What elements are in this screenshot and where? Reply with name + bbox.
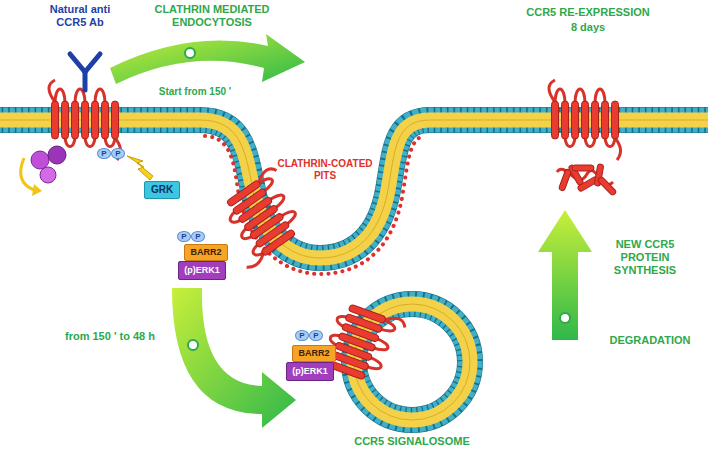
vesicle-tail-layer xyxy=(354,304,470,420)
erk-box: (p)ERK1 xyxy=(178,261,226,280)
phosphate-oval: P xyxy=(309,330,322,341)
annotation-text: from 150 ' to 48 h xyxy=(55,330,165,343)
endocytic-vesicle xyxy=(354,304,470,420)
antibody-arm xyxy=(70,54,85,72)
vesicle-midline xyxy=(354,304,470,420)
phosphate-oval: P xyxy=(177,231,190,242)
node-text: (p)ERK1 xyxy=(292,366,328,377)
antibody-stem xyxy=(83,72,88,90)
vesicle-head-beads xyxy=(354,304,470,420)
antibody-symbol xyxy=(70,54,100,90)
arrow-marker xyxy=(188,340,198,350)
node-text: P xyxy=(299,331,304,340)
clathrin-coat xyxy=(205,136,425,274)
annotation-text: Natural anti CCR5 Ab xyxy=(41,3,119,29)
g-protein-subunit xyxy=(40,167,56,183)
annotation-text: NEW CCR5 PROTEIN SYNTHESIS xyxy=(599,238,691,278)
phosphorylation-bolt xyxy=(127,156,153,180)
node-text: P xyxy=(313,331,318,340)
node-text: P xyxy=(181,232,186,241)
phosphate-oval: P xyxy=(295,330,308,341)
node-text: GRK xyxy=(151,184,173,196)
g-protein-subunit xyxy=(48,146,66,164)
node-text: P xyxy=(101,149,106,158)
phosphate-oval: P xyxy=(97,148,110,159)
g-protein xyxy=(21,146,66,196)
kinase-box: GRK xyxy=(144,181,180,199)
annotation-text: Start from 150 ' xyxy=(140,86,250,98)
arrow-marker xyxy=(560,313,570,323)
process-arrow xyxy=(110,34,305,84)
phosphate-oval: P xyxy=(191,231,204,242)
annotation-text: CLATHRIN-COATED PITS xyxy=(273,158,377,182)
arrow-marker xyxy=(185,48,195,58)
activation-arrow xyxy=(21,158,34,190)
process-arrow xyxy=(538,210,592,340)
node-text: BARR2 xyxy=(298,348,329,359)
g-protein-subunit xyxy=(31,151,49,169)
annotation-text: CCR5 SIGNALOSOME xyxy=(337,435,487,448)
annotation-text: 8 days xyxy=(548,21,628,34)
ccr5-receptor xyxy=(549,80,621,160)
process-arrow xyxy=(172,288,296,428)
phosphate-oval: P xyxy=(111,148,124,159)
protein-helix xyxy=(558,169,571,192)
arrestin-box: BARR2 xyxy=(184,244,227,261)
node-text: P xyxy=(115,149,120,158)
annotation-text: CLATHRIN MEDIATED ENDOCYTOSIS xyxy=(137,3,287,29)
protein-helix xyxy=(572,165,594,171)
annotation-text: DEGRADATION xyxy=(598,334,702,347)
arrestin-box: BARR2 xyxy=(292,345,335,362)
vesicle-head-layer xyxy=(354,304,470,420)
erk-box: (p)ERK1 xyxy=(286,362,334,381)
annotation-text: CCR5 RE-EXPRESSION xyxy=(513,6,663,19)
antibody-arm xyxy=(85,54,100,72)
new-ccr5-protein xyxy=(557,164,617,196)
activation-arrowhead xyxy=(32,184,42,196)
node-text: (p)ERK1 xyxy=(184,265,220,276)
protein-helix xyxy=(597,176,617,196)
node-text: BARR2 xyxy=(190,247,221,258)
node-text: P xyxy=(195,232,200,241)
